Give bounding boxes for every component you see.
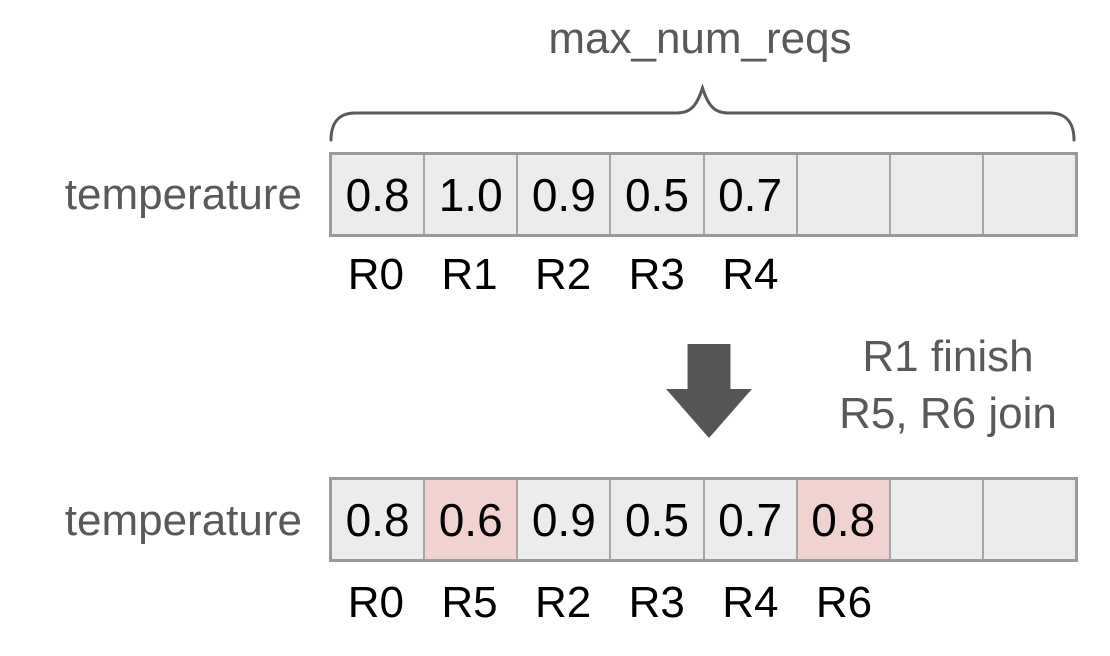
request-label: R3	[628, 578, 685, 627]
request-label: R1	[441, 250, 498, 299]
request-label: R0	[347, 250, 404, 299]
array-cell: 0.8	[332, 155, 424, 234]
request-label: R2	[534, 250, 592, 299]
request-label: R2	[534, 578, 592, 627]
request-label: R6	[815, 578, 873, 627]
array-cell: 0.9	[516, 480, 610, 559]
array-cell	[888, 155, 982, 234]
request-label: R3	[628, 250, 685, 299]
array-cell: 0.9	[516, 155, 610, 234]
temperature-label-before: temperature	[64, 170, 302, 219]
array-cell: 0.5	[609, 480, 703, 559]
array-cell: 0.8	[795, 480, 889, 559]
request-labels-after: R0 R5 R2 R3 R4 R6	[329, 578, 1078, 628]
array-cell	[981, 480, 1075, 559]
request-label	[984, 250, 1078, 300]
temperature-array-after: 0.8 0.6 0.9 0.5 0.7 0.8	[329, 477, 1078, 562]
array-cell: 0.8	[332, 480, 424, 559]
request-label: R0	[347, 578, 404, 627]
request-label: R4	[722, 578, 779, 627]
down-arrow-icon	[666, 344, 752, 438]
array-cell: 0.6	[423, 480, 517, 559]
array-cell	[795, 155, 889, 234]
request-label: R5	[441, 578, 498, 627]
request-label	[984, 578, 1078, 628]
request-label: R4	[722, 250, 779, 299]
max-num-reqs-label: max_num_reqs	[548, 14, 852, 63]
request-label	[891, 578, 985, 628]
array-cell	[888, 480, 982, 559]
array-cell: 1.0	[423, 155, 517, 234]
request-labels-before: R0 R1 R2 R3 R4	[329, 250, 1078, 300]
request-label	[891, 250, 985, 300]
transition-note: R1 finish R5, R6 join	[798, 328, 1098, 442]
array-cell: 0.7	[702, 480, 796, 559]
note-line-1: R1 finish	[862, 332, 1034, 381]
temperature-label-after: temperature	[64, 496, 302, 545]
curly-brace-icon	[329, 84, 1076, 142]
array-cell: 0.5	[609, 155, 703, 234]
note-line-2: R5, R6 join	[839, 389, 1057, 439]
temperature-array-before: 0.8 1.0 0.9 0.5 0.7	[329, 152, 1078, 237]
request-label	[797, 250, 891, 300]
array-cell: 0.7	[702, 155, 796, 234]
array-cell	[981, 155, 1075, 234]
